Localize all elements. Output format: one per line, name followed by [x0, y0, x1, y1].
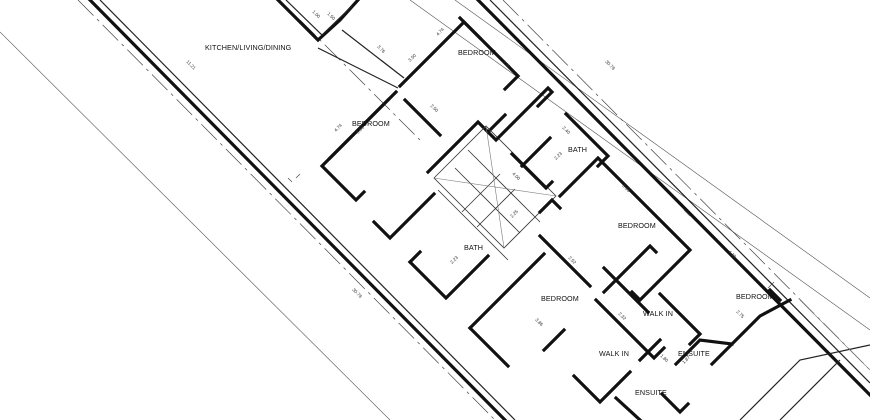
dim-label-hall-top: 2.50 — [429, 103, 439, 113]
room-label-kitchen-living-dining: KITCHEN/LIVING/DINING — [205, 43, 292, 52]
dim-label-bath-right-depth: 2.23 — [553, 151, 563, 161]
room-label-bedroom-far-right: BEDROOM — [736, 292, 774, 301]
exterior-wall-right — [475, 0, 870, 398]
dim-label-ensuite-width: 1.87 — [681, 355, 691, 365]
dimension-line-left — [0, 31, 391, 420]
dim-label-stair-width: 2.25 — [509, 209, 519, 219]
bedroom-top-walls — [397, 15, 521, 138]
room-label-walk-in-lower: WALK IN — [599, 349, 629, 358]
bedroom-far-right-walls — [709, 287, 870, 420]
dim-label-bedroom-right-depth: 3.35 — [621, 183, 631, 193]
dim-label-top-small-a: 1.00 — [311, 9, 321, 19]
dim-label-walk-in-depth: 2.32 — [617, 311, 627, 321]
axis-line-left — [77, 0, 496, 420]
dim-label-ensuite-depth: 1.80 — [659, 353, 669, 363]
central-core — [425, 112, 563, 261]
dim-label-bedroom-far-right-depth: 4.30 — [727, 249, 737, 259]
room-label-bedroom-center: BEDROOM — [541, 294, 579, 303]
exterior-wall-left — [87, 0, 516, 420]
dim-label-bath-left-depth: 2.23 — [449, 255, 459, 265]
room-label-bath-right: BATH — [568, 145, 587, 154]
dim-label-corridor-top: 3.76 — [376, 44, 386, 54]
dim-label-overall-right: 30.78 — [604, 59, 616, 71]
dim-label-bedroom-far-right-width: 2.75 — [735, 309, 745, 319]
bath-left-walls — [371, 191, 491, 301]
room-label-bedroom-right: BEDROOM — [618, 221, 656, 230]
dim-label-bedroom-top-side: 3.50 — [407, 53, 417, 63]
axis-line-right — [502, 0, 870, 371]
bedroom-center-walls — [467, 233, 593, 369]
room-label-ensuite-right: ENSUITE — [678, 349, 710, 358]
room-label-bedroom-left: BEDROOM — [352, 119, 390, 128]
room-label-bedroom-top: BEDROOM — [458, 48, 496, 57]
dim-label-hall-mid: 4.00 — [511, 171, 521, 181]
bedroom-left-walls — [319, 89, 399, 203]
room-label-walk-in-right: WALK IN — [643, 309, 673, 318]
dim-label-bedroom-left-depth: 3.66 — [355, 125, 365, 135]
room-label-bath-left: BATH — [464, 243, 483, 252]
dimension-line-right-inner — [454, 0, 870, 299]
wall-tick-marks — [287, 173, 775, 289]
top-small-room-walls — [275, 0, 361, 43]
dim-label-overall-left: 11.21 — [185, 59, 197, 71]
dim-label-top-small-b: 1.50 — [326, 11, 336, 21]
dim-label-bedroom-left-width: 4.74 — [333, 123, 343, 133]
dim-label-bedroom-top-width: 4.74 — [435, 27, 445, 37]
dim-label-bath-right-width: 2.40 — [561, 125, 571, 135]
walkin-ensuite-walls — [571, 243, 734, 420]
bedroom-right-walls — [557, 155, 693, 315]
dim-label-overall-left-lower: 30.78 — [351, 287, 363, 299]
dim-label-bedroom-top-depth: 3.35 — [501, 59, 511, 69]
dim-label-hall-low: 2.52 — [567, 255, 577, 265]
corridor-walls — [317, 29, 405, 89]
dim-label-bedroom-center-depth: 3.86 — [534, 317, 544, 327]
room-label-ensuite-lower: ENSUITE — [635, 388, 667, 397]
